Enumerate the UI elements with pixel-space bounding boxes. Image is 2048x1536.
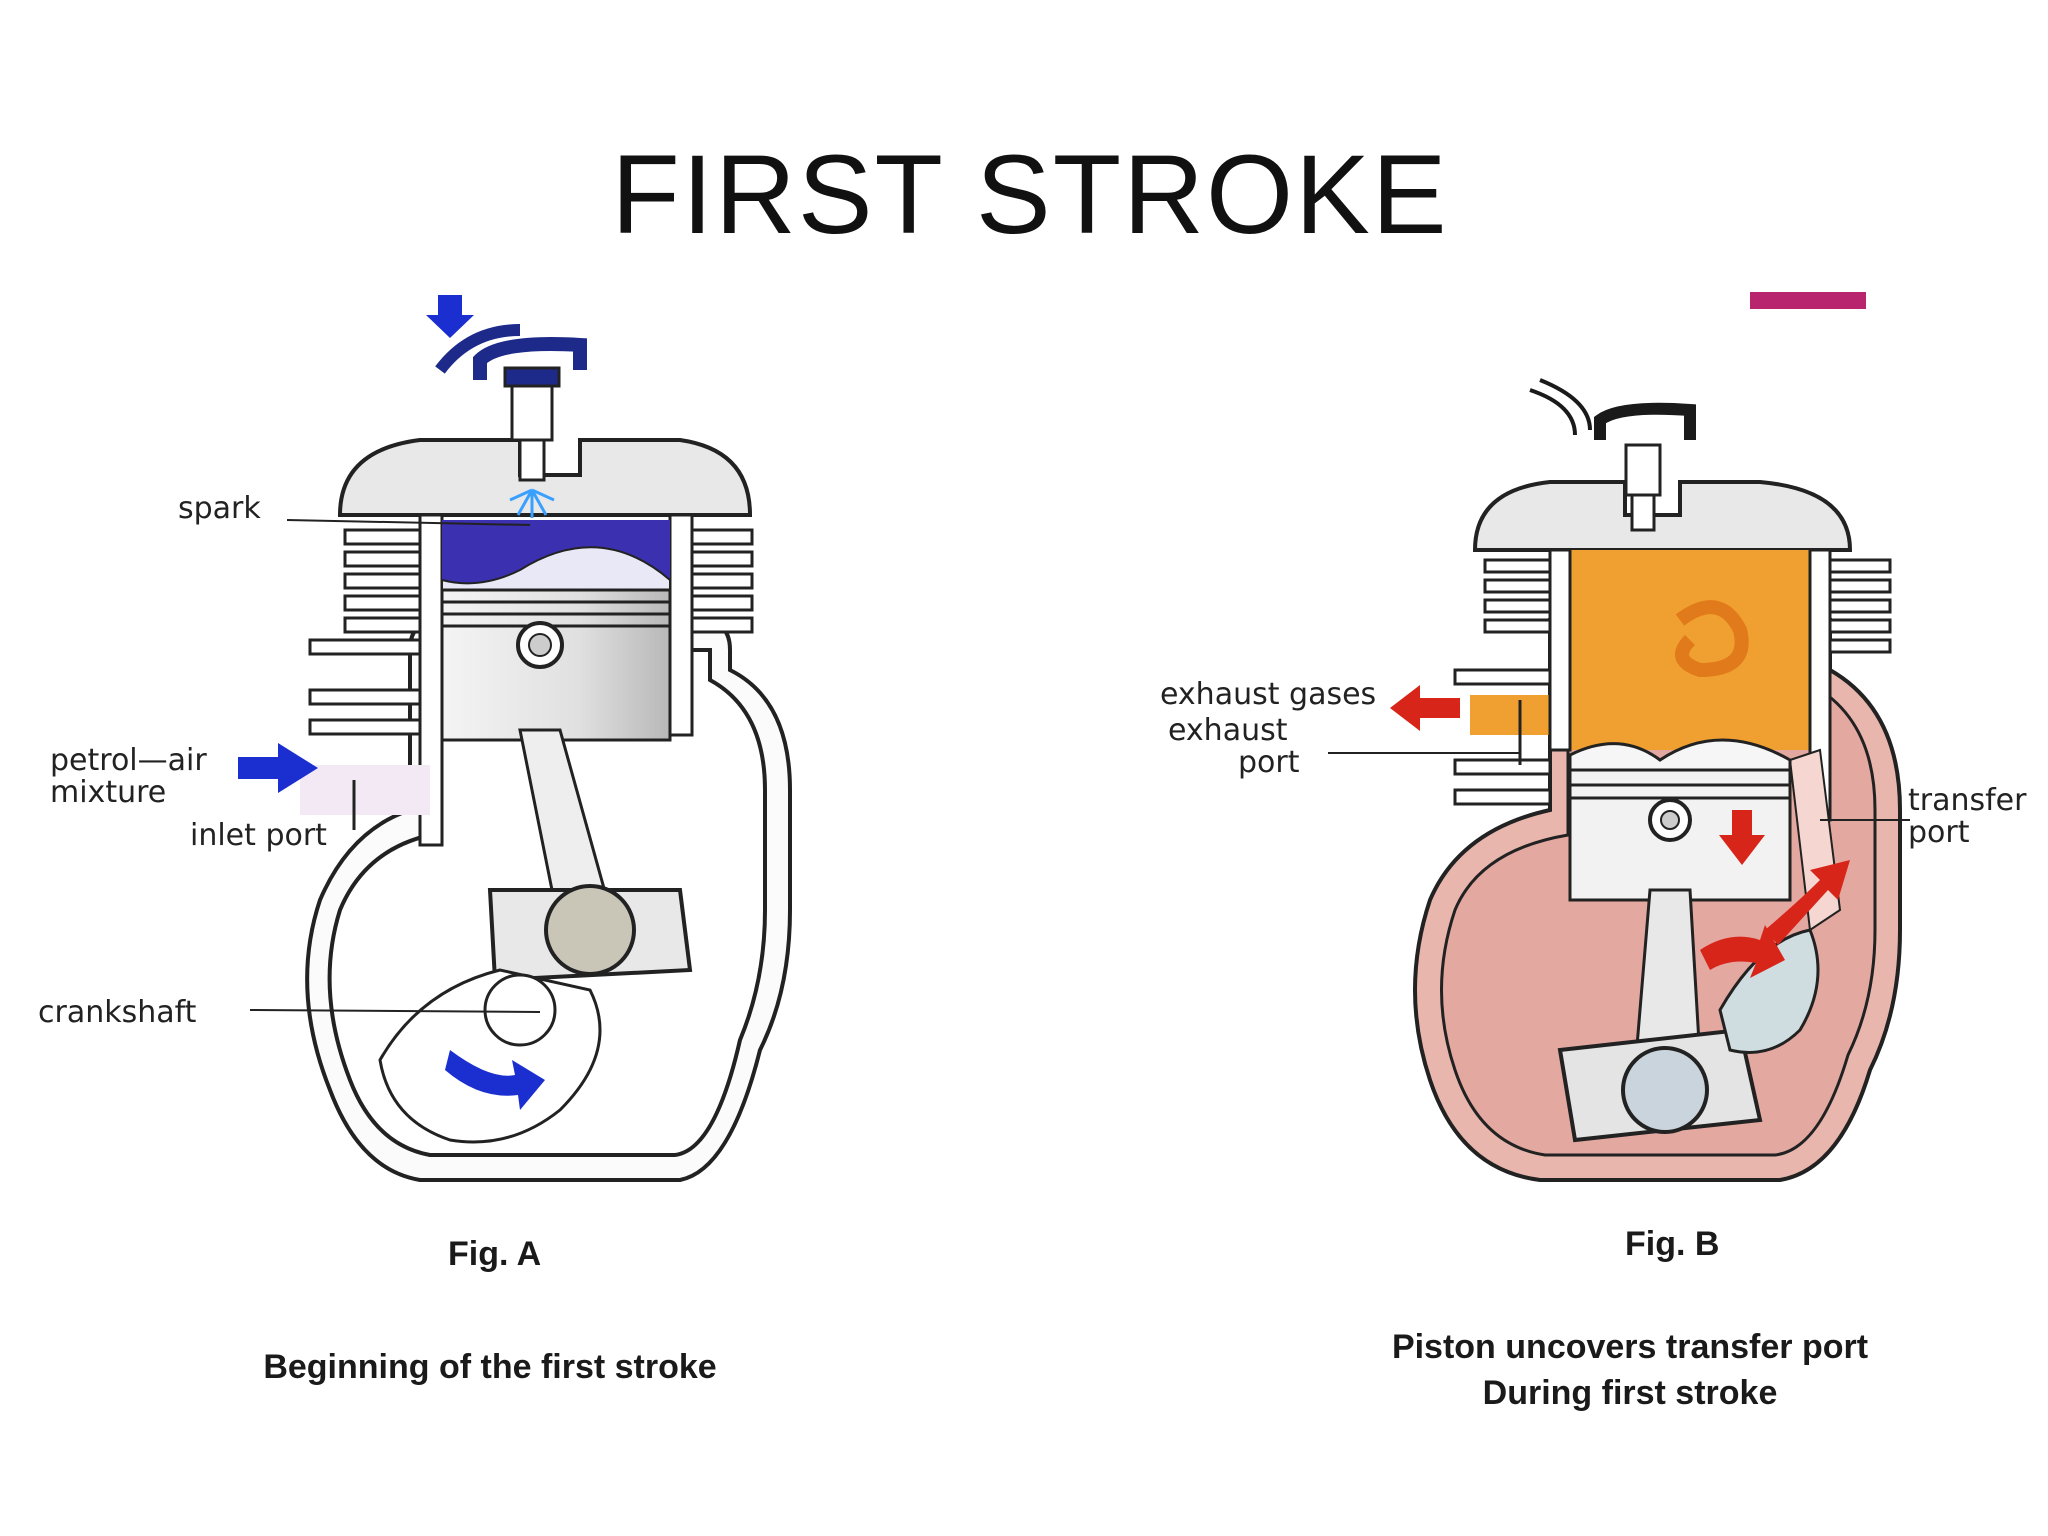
- figure-b-label: Fig. B: [1625, 1225, 1720, 1263]
- inlet-arrow-icon: [238, 743, 318, 793]
- slide-title: FIRST STROKE: [611, 132, 1449, 257]
- intake-arrow-icon: [426, 295, 474, 338]
- piston-down-arrow-icon: [1719, 810, 1765, 865]
- spark-plug: [1529, 378, 1696, 532]
- label-petrol-air: petrol—air: [50, 743, 207, 778]
- spark-plug: [435, 324, 587, 482]
- crankcase-flow-arrow-icon: [1700, 925, 1785, 978]
- label-exhaust-gases: exhaust gases: [1160, 677, 1376, 712]
- label-exhaust-port: port: [1238, 745, 1300, 780]
- cooling-fins-left: [308, 528, 422, 736]
- cooling-fins-right: [690, 528, 754, 634]
- inlet-port-opening: [300, 765, 430, 815]
- label-inlet-port: inlet port: [190, 818, 327, 853]
- figure-b-caption-line2: During first stroke: [1482, 1374, 1778, 1412]
- cooling-fins-right: [1828, 558, 1892, 654]
- label-transfer-port: port: [1908, 815, 1970, 850]
- rotation-arrow-icon: [445, 1050, 545, 1110]
- cylinder-right-wall: [668, 513, 694, 737]
- label-exhaust: exhaust: [1168, 713, 1288, 748]
- figure-a-caption: Beginning of the first stroke: [263, 1348, 717, 1386]
- crank-bearing: [1621, 1046, 1709, 1134]
- compressed-charge: [442, 520, 670, 584]
- piston: [1568, 738, 1792, 902]
- exhaust-arrow-icon: [1390, 685, 1460, 731]
- figure-a-diagram: spark petrol—air mixture inlet port cran…: [38, 295, 792, 1182]
- crank-bearing: [544, 884, 636, 976]
- cooling-fins-left: [1453, 558, 1552, 806]
- spark-icon: [509, 488, 555, 518]
- figure-a-label: Fig. A: [448, 1235, 542, 1273]
- accent-bar: [1750, 292, 1866, 309]
- transfer-flow-arrow-icon: [1765, 860, 1850, 945]
- label-transfer: transfer: [1908, 783, 2027, 818]
- label-mixture: mixture: [50, 775, 166, 810]
- piston: [440, 588, 672, 742]
- label-spark: spark: [178, 491, 261, 526]
- label-crankshaft: crankshaft: [38, 995, 197, 1030]
- figure-b-caption-line1: Piston uncovers transfer port: [1391, 1328, 1869, 1366]
- figure-b-diagram: exhaust gases exhaust port transfer port: [1160, 378, 2027, 1182]
- cylinder-head: [1472, 480, 1853, 552]
